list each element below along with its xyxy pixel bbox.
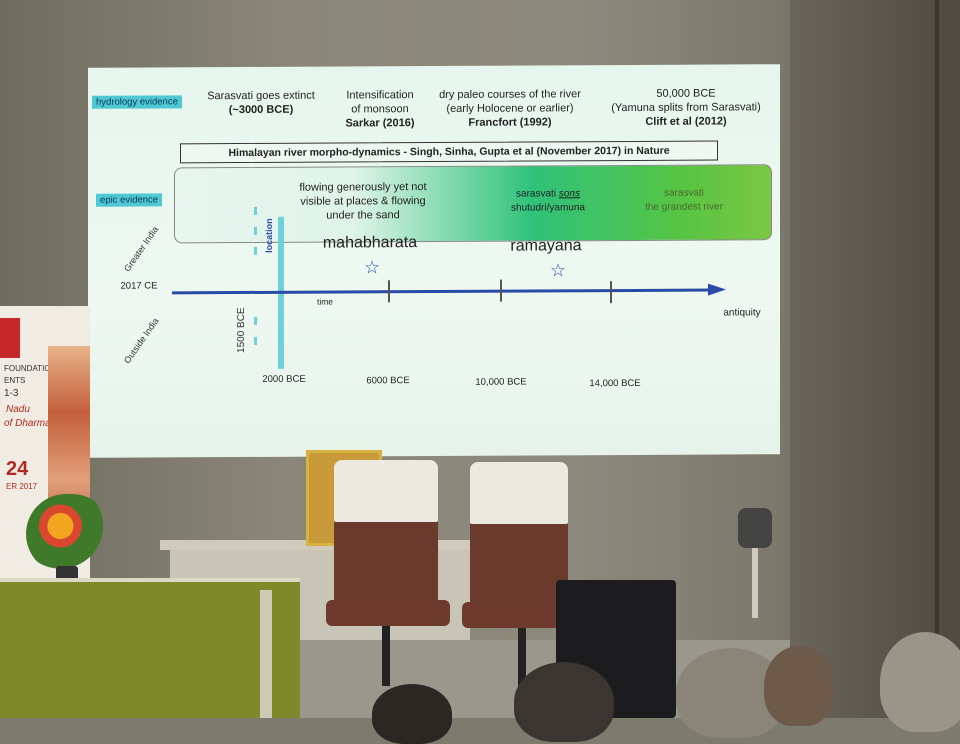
axis-left-label: 2017 CE bbox=[120, 280, 158, 292]
nature-banner: Himalayan river morpho-dynamics - Singh,… bbox=[180, 140, 718, 164]
note-paleo-line1: dry paleo courses of the river bbox=[439, 88, 581, 101]
tick-label-14000: 14,000 BCE bbox=[589, 377, 641, 390]
timeline-arrowhead bbox=[708, 283, 726, 296]
audience-head bbox=[514, 662, 614, 742]
lectern-table bbox=[0, 582, 300, 718]
poster-logo bbox=[0, 318, 20, 358]
note-extinct: Sarasvati goes extinct (~3000 BCE) bbox=[196, 89, 326, 118]
poster-line: of Dharma bbox=[4, 418, 51, 429]
note-monsoon-ref: Sarkar (2016) bbox=[345, 117, 415, 130]
timeline-axis bbox=[172, 288, 712, 295]
ramayana-desc-a: sarasvati bbox=[516, 188, 559, 200]
outside-india-label: Outside India bbox=[122, 316, 161, 366]
tick-14000 bbox=[610, 281, 612, 304]
mahabharata-desc-line1: flowing generously yet not bbox=[299, 181, 427, 194]
note-monsoon-line1: Intensification bbox=[346, 89, 414, 102]
note-yamuna-line1: 50,000 BCE bbox=[656, 87, 716, 100]
poster-line: Nadu bbox=[6, 404, 30, 415]
projected-slide: hydrology evidence Sarasvati goes extinc… bbox=[88, 64, 780, 458]
note-monsoon: Intensification of monsoon Sarkar (2016) bbox=[334, 88, 426, 130]
poster-line: ENTS bbox=[4, 376, 26, 385]
location-label: location bbox=[264, 218, 274, 253]
mahabharata-star-icon: ☆ bbox=[364, 257, 381, 278]
ramayana-star-icon: ☆ bbox=[550, 260, 567, 281]
tick-label-2000: 2000 BCE bbox=[262, 373, 306, 385]
greater-india-label: Greater India bbox=[122, 224, 161, 274]
ramayana-description: sarasvati sons shutudri/yamuna bbox=[488, 187, 608, 216]
note-paleo: dry paleo courses of the river (early Ho… bbox=[428, 87, 592, 130]
tick-label-6000: 6000 BCE bbox=[366, 375, 410, 387]
epic-evidence-tag: epic evidence bbox=[96, 193, 163, 207]
poster-line: FOUNDATION bbox=[4, 364, 57, 373]
chair-cover bbox=[334, 460, 438, 522]
poster-line: ER 2017 bbox=[6, 482, 38, 491]
chair-stem bbox=[518, 628, 526, 688]
chair-stem bbox=[382, 626, 390, 686]
chair-seat bbox=[326, 600, 450, 626]
wall-seam bbox=[935, 0, 939, 718]
mahabharata-label: mahabharata bbox=[322, 234, 418, 252]
event-poster: FOUNDATION ENTS 1-3 Nadu of Dharma 24 ER… bbox=[0, 306, 90, 586]
note-extinct-line1: Sarasvati goes extinct bbox=[207, 89, 315, 103]
mahabharata-desc-line2: visible at places & flowing bbox=[300, 195, 426, 208]
camera-icon bbox=[738, 508, 772, 548]
table-leg bbox=[260, 590, 272, 718]
mahabharata-description: flowing generously yet not visible at pl… bbox=[288, 180, 438, 223]
ramayana-label: ramayana bbox=[510, 237, 582, 255]
note-paleo-ref: Francfort (1992) bbox=[468, 116, 552, 129]
location-dash bbox=[254, 316, 257, 325]
poster-line: 24 bbox=[6, 458, 29, 480]
tick-label-10000: 10,000 BCE bbox=[475, 376, 527, 388]
camera-stand bbox=[752, 548, 758, 618]
ramayana-desc-b: shutudri/yamuna bbox=[511, 202, 585, 214]
chair-back bbox=[334, 510, 438, 610]
antiquity-desc-line1: sarasvati bbox=[663, 187, 704, 199]
axis-end-label: antiquity bbox=[723, 307, 761, 319]
note-yamuna: 50,000 BCE (Yamuna splits from Sarasvati… bbox=[596, 86, 776, 129]
note-yamuna-line2: (Yamuna splits from Sarasvati) bbox=[611, 101, 761, 115]
location-dash bbox=[254, 246, 257, 255]
poster-line: 1-3 bbox=[4, 388, 19, 399]
audience-head bbox=[880, 632, 960, 732]
right-wall bbox=[790, 0, 960, 718]
location-dash bbox=[254, 226, 257, 235]
mahabharata-desc-line3: under the sand bbox=[326, 209, 400, 222]
audience-head bbox=[372, 684, 452, 744]
chair-cover bbox=[470, 462, 568, 524]
axis-time-label: time bbox=[316, 296, 334, 307]
chair-back bbox=[470, 512, 568, 612]
hydrology-evidence-tag: hydrology evidence bbox=[92, 95, 182, 109]
antiquity-desc-line2: the grandest river bbox=[645, 201, 723, 213]
location-dash bbox=[254, 206, 257, 215]
audience-head bbox=[764, 646, 834, 726]
flower-arrangement bbox=[26, 494, 112, 574]
note-paleo-line2: (early Holocene or earlier) bbox=[446, 102, 574, 115]
note-yamuna-ref: Clift et al (2012) bbox=[645, 115, 727, 128]
note-monsoon-line2: of monsoon bbox=[351, 103, 409, 116]
tick-10000 bbox=[500, 279, 502, 302]
location-dash bbox=[254, 336, 257, 345]
bce-1500-label: 1500 BCE bbox=[236, 307, 247, 354]
ramayana-desc-sons: sons bbox=[558, 188, 580, 200]
note-extinct-line2: (~3000 BCE) bbox=[228, 103, 294, 117]
tick-6000 bbox=[388, 280, 390, 303]
antiquity-description: sarasvati the grandest river bbox=[624, 186, 744, 215]
